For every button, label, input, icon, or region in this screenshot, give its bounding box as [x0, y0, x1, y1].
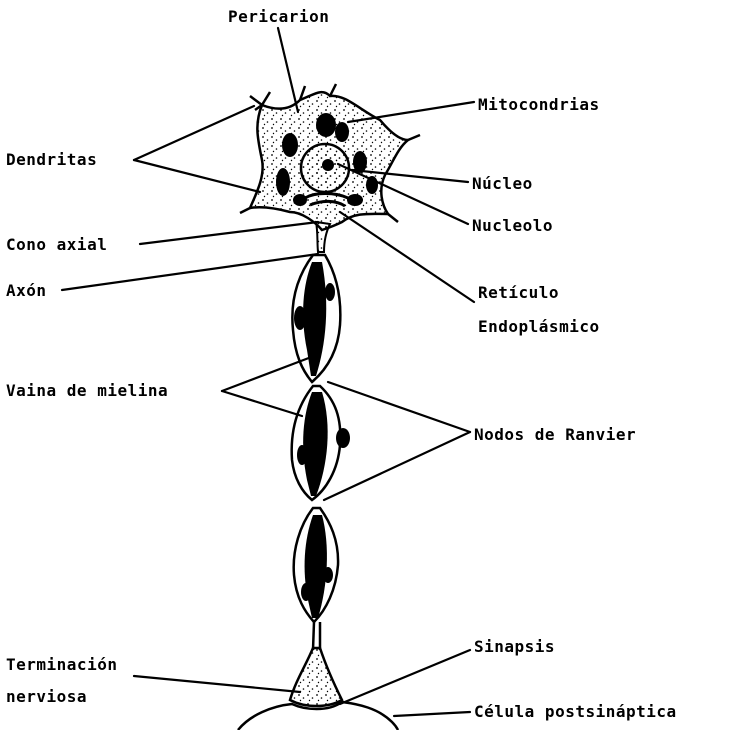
label-reticulo: Retículo [478, 283, 559, 302]
label-nerviosa: nerviosa [6, 687, 87, 706]
label-pericarion: Pericarion [228, 7, 329, 26]
label-nucleo: Núcleo [472, 174, 533, 193]
nucleolus [322, 159, 334, 171]
label-dendritas: Dendritas [6, 150, 97, 169]
nerve-terminal [290, 648, 342, 706]
mitochondrion [316, 113, 336, 137]
label-endoplasmico: Endoplásmico [478, 317, 600, 336]
label-terminacion: Terminación [6, 655, 117, 674]
label-cono-axial: Cono axial [6, 235, 107, 254]
label-celula-postsinaptica: Célula postsináptica [474, 702, 677, 721]
axon-hillock [316, 222, 330, 252]
label-axon: Axón [6, 281, 47, 300]
mitochondrion [335, 122, 349, 142]
mitochondrion [347, 194, 363, 206]
label-nucleolo: Nucleolo [472, 216, 553, 235]
mitochondrion [293, 194, 307, 206]
mitochondrion [276, 168, 290, 196]
mitochondrion [282, 133, 298, 157]
label-sinapsis: Sinapsis [474, 637, 555, 656]
label-mitocondrias: Mitocondrias [478, 95, 600, 114]
label-vaina-mielina: Vaina de mielina [6, 381, 168, 400]
label-nodos-ranvier: Nodos de Ranvier [474, 425, 636, 444]
cell-body [240, 84, 420, 230]
axon [292, 255, 350, 650]
